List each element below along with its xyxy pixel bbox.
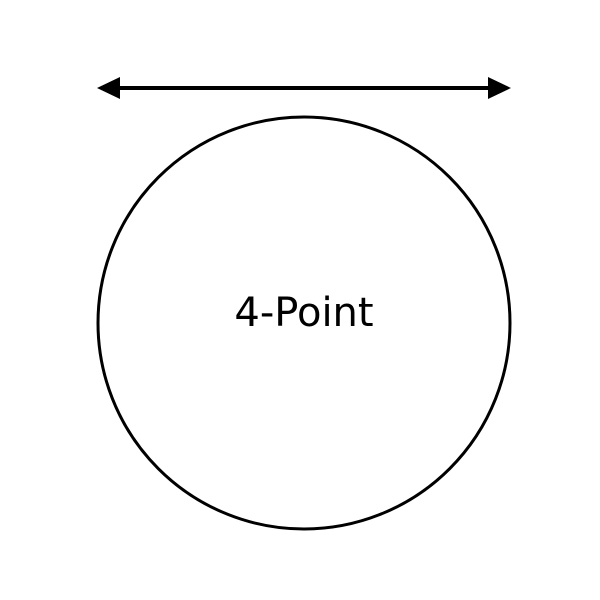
shape-label: 4-Point <box>234 290 374 336</box>
arrowhead-right-icon <box>488 77 511 99</box>
four-point-star <box>96 115 512 531</box>
arrowhead-left-icon <box>97 77 120 99</box>
width-arrow <box>97 77 511 99</box>
